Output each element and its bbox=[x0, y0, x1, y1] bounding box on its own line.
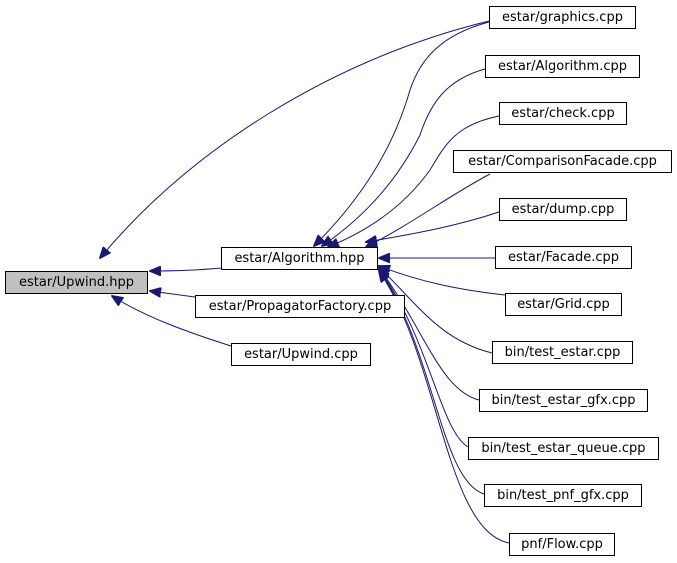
node-algorithm-hpp[interactable]: estar/Algorithm.hpp bbox=[221, 247, 378, 270]
edge-comparison-facade-to-algorithm-hpp bbox=[366, 173, 491, 247]
edge-graphics-to-algorithm-hpp bbox=[314, 21, 490, 246]
edge-algorithm-hpp-to-upwind-hpp bbox=[150, 268, 222, 271]
node-test-pnf-gfx-cpp[interactable]: bin/test_pnf_gfx.cpp bbox=[484, 484, 642, 507]
edge-dump-to-algorithm-hpp bbox=[366, 211, 500, 242]
node-test-estar-queue-cpp[interactable]: bin/test_estar_queue.cpp bbox=[468, 437, 659, 460]
node-comparison-facade-cpp[interactable]: estar/ComparisonFacade.cpp bbox=[453, 150, 672, 173]
edge-upwind-cpp-to-upwind-hpp bbox=[112, 296, 232, 347]
node-upwind-cpp[interactable]: estar/Upwind.cpp bbox=[231, 343, 371, 366]
node-flow-cpp[interactable]: pnf/Flow.cpp bbox=[509, 533, 615, 556]
node-algorithm-cpp[interactable]: estar/Algorithm.cpp bbox=[485, 55, 640, 78]
node-test-estar-cpp[interactable]: bin/test_estar.cpp bbox=[492, 341, 633, 364]
node-grid-cpp[interactable]: estar/Grid.cpp bbox=[505, 293, 622, 316]
node-check-cpp[interactable]: estar/check.cpp bbox=[499, 102, 627, 125]
node-facade-cpp[interactable]: estar/Facade.cpp bbox=[495, 246, 632, 269]
node-dump-cpp[interactable]: estar/dump.cpp bbox=[499, 198, 627, 221]
edge-propagator-factory-to-upwind-hpp bbox=[150, 291, 196, 298]
edge-test-estar-gfx-to-algorithm-hpp bbox=[379, 268, 480, 401]
node-test-estar-gfx-cpp[interactable]: bin/test_estar_gfx.cpp bbox=[479, 389, 648, 412]
edge-algorithm-cpp-to-algorithm-hpp bbox=[322, 68, 486, 246]
edge-graphics-to-upwind-hpp bbox=[100, 20, 490, 258]
edge-check-to-algorithm-hpp bbox=[328, 115, 500, 247]
edge-grid-to-algorithm-hpp bbox=[379, 266, 506, 296]
node-graphics-cpp[interactable]: estar/graphics.cpp bbox=[489, 6, 636, 29]
node-upwind-hpp: estar/Upwind.hpp bbox=[5, 271, 148, 294]
node-propagator-factory-cpp[interactable]: estar/PropagatorFactory.cpp bbox=[195, 295, 405, 318]
edge-test-estar-to-algorithm-hpp bbox=[379, 267, 493, 354]
